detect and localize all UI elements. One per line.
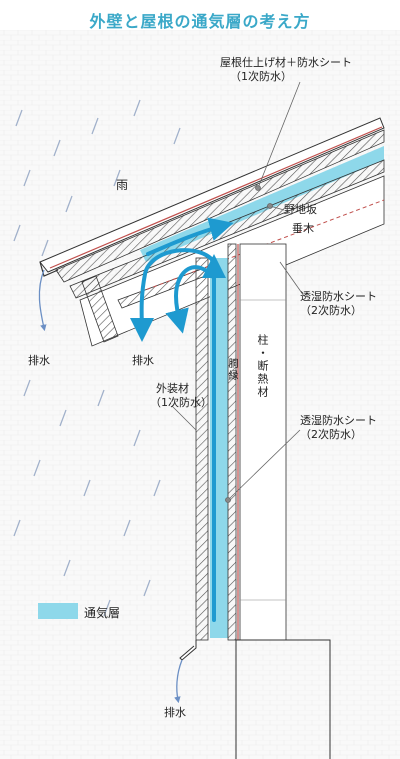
label-column-insulation: 柱・断熱材 — [256, 334, 269, 399]
roof-material — [55, 129, 385, 283]
water-drain-bottom — [174, 659, 183, 704]
exterior-cladding — [195, 257, 209, 641]
label-roof-finish: 屋根仕上げ材＋防水シート （1次防水） — [220, 56, 352, 83]
label-exterior-cladding: 外装材 （1次防水） — [150, 382, 212, 409]
label-drain-bottom: 排水 — [164, 706, 186, 719]
airflow-arrows — [129, 217, 234, 622]
label-rain: 雨 — [116, 178, 129, 192]
roof-membrane — [49, 126, 383, 269]
water-drain-left — [38, 269, 47, 332]
furring-strip — [227, 243, 237, 641]
label-drain-left: 排水 — [28, 354, 50, 367]
label-furring-strip: 胴縁 — [226, 358, 237, 382]
legend-swatch — [38, 603, 78, 619]
column-insulation — [239, 243, 287, 641]
label-rafter: 垂木 — [292, 222, 314, 235]
fascia — [81, 275, 119, 343]
label-drain-middle: 排水 — [132, 354, 154, 367]
drip-edge — [39, 261, 59, 277]
foundation — [235, 639, 331, 759]
airflow-arrow-loop-right — [165, 265, 216, 334]
leader-lines — [171, 81, 305, 503]
airflow-arrow-loop-left — [129, 248, 216, 342]
label-breathable-roof: 透湿防水シート （2次防水） — [300, 290, 377, 317]
label-breathable-wall: 透湿防水シート （2次防水） — [300, 414, 377, 441]
rain-streaks — [13, 99, 181, 617]
water-drain-lines — [38, 269, 183, 704]
diagram-title: 外壁と屋根の通気層の考え方 — [89, 12, 311, 31]
legend-label: 通気層 — [84, 606, 121, 620]
label-sheathing: 野地坂 — [284, 203, 317, 216]
airflow-arrow-roof — [146, 217, 234, 256]
